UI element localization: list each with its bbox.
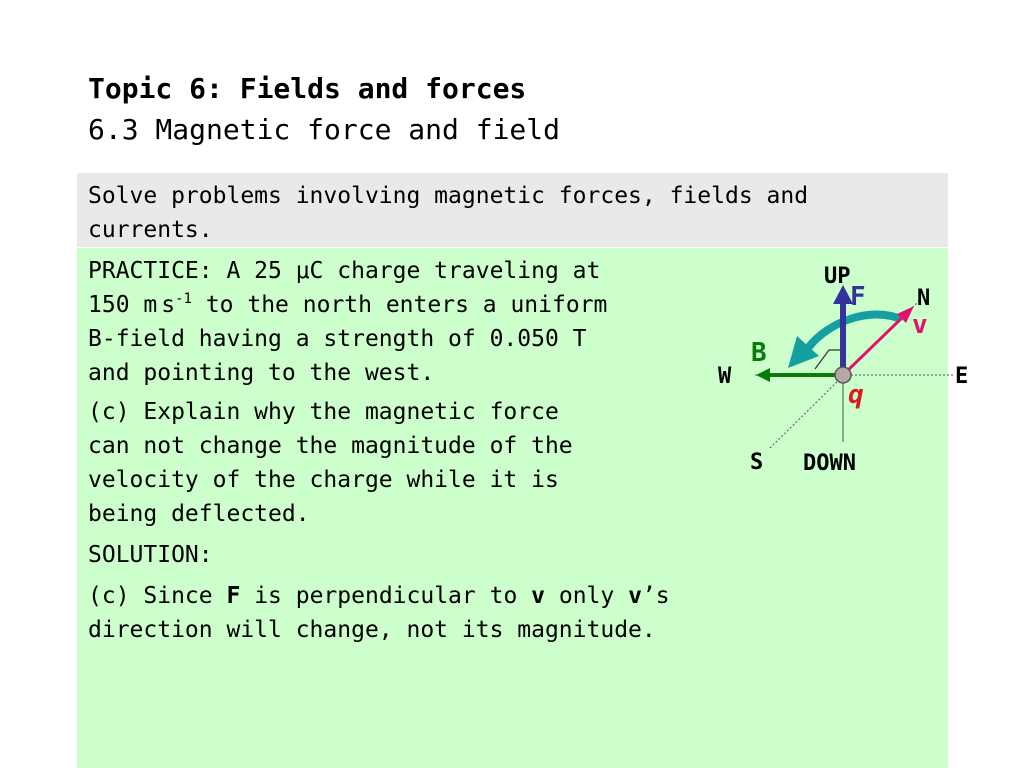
rotation-arrow: [804, 310, 902, 352]
practice-line-3: B-field having a strength of 0.050 T: [88, 326, 587, 352]
question-line-3: velocity of the charge while it is: [88, 467, 559, 493]
field-vector-head: [756, 368, 770, 382]
answer-mid-1: is perpendicular to: [240, 583, 532, 609]
label-velocity: v: [912, 310, 928, 340]
answer-bold-f: F: [226, 583, 241, 609]
force-vector-head: [833, 285, 853, 304]
question-line-2: can not change the magnitude of the: [88, 433, 573, 459]
objective-text: Solve problems involving magnetic forces…: [88, 183, 809, 243]
page-subtitle: 6.3 Magnetic force and field: [88, 113, 561, 146]
answer-bold-v-2: v: [628, 583, 642, 609]
label-south: S: [750, 450, 763, 475]
practice-line-2-exponent: -1: [175, 291, 192, 307]
page-title: Topic 6: Fields and forces: [88, 72, 527, 105]
practice-problem: PRACTICE: A 25 μC charge traveling at 15…: [88, 254, 607, 390]
label-charge: q: [848, 380, 864, 410]
question-line-1: (c) Explain why the magnetic force: [88, 399, 559, 425]
answer-bold-v-1: v: [531, 583, 545, 609]
rotation-arrow-head: [788, 336, 819, 368]
velocity-vector: [841, 311, 909, 377]
answer-prefix: (c) Since: [88, 583, 227, 609]
practice-line-2b: to the north enters a uniform: [191, 292, 608, 318]
answer-mid-2: only: [545, 583, 629, 609]
right-angle-marker: [814, 349, 843, 370]
label-east: E: [955, 364, 968, 389]
question-line-4: being deflected.: [88, 501, 310, 527]
direction-diagram: UP DOWN N S E W F v B q: [718, 264, 968, 476]
answer-suffix: ’s: [641, 583, 670, 609]
label-north: N: [917, 286, 930, 311]
label-up: UP: [824, 264, 851, 289]
practice-line-1: PRACTICE: A 25 μC charge traveling at: [88, 258, 601, 284]
label-west: W: [718, 364, 732, 389]
answer-line-2: direction will change, not its magnitude…: [88, 617, 656, 643]
label-down: DOWN: [803, 451, 856, 476]
practice-line-2a: 150 m: [88, 292, 158, 318]
label-field: B: [751, 338, 767, 368]
label-force: F: [850, 282, 866, 312]
practice-line-2-unit: s: [161, 292, 176, 318]
question-c: (c) Explain why the magnetic force can n…: [88, 395, 573, 531]
velocity-vector-head: [897, 306, 914, 323]
content-panel: PRACTICE: A 25 μC charge traveling at 15…: [77, 248, 948, 768]
objective-box: Solve problems involving magnetic forces…: [77, 173, 948, 247]
answer-c: (c) Since F is perpendicular to v only v…: [88, 579, 670, 647]
practice-line-4: and pointing to the west.: [88, 360, 435, 386]
charge-dot: [834, 366, 852, 384]
solution-label: SOLUTION:: [88, 542, 213, 568]
